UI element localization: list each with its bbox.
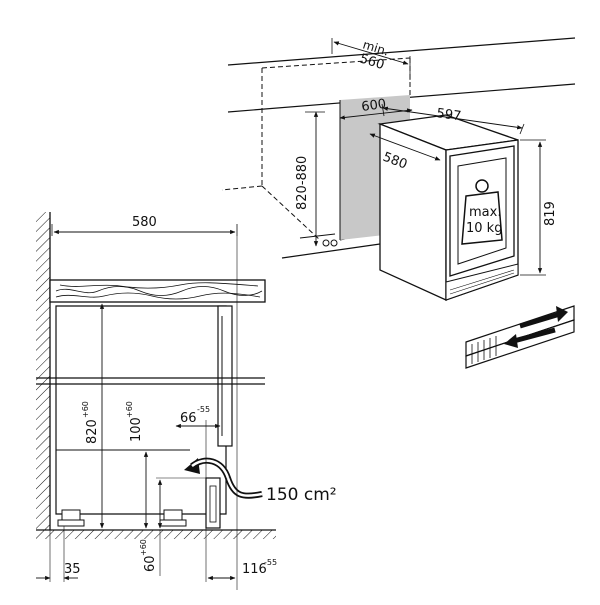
- appliance-width: 597: [435, 106, 462, 124]
- air-flow-arrow-icon: [504, 306, 568, 348]
- side-section: 150 cm² 580 820 +60 100 +60 66 -55 60 +6…: [36, 212, 337, 590]
- vent-offset-tol: -55: [197, 405, 210, 414]
- bottom-offset-tol: -55: [264, 558, 277, 567]
- plinth-height: 100: [129, 417, 144, 442]
- niche-width: 600: [360, 97, 387, 115]
- plinth-height-tol: +60: [125, 401, 134, 418]
- foot-height-tol: +60: [139, 539, 148, 556]
- weight-icon: [461, 179, 503, 245]
- vent-offset: 66: [180, 411, 197, 426]
- niche-height: 820-880: [295, 156, 310, 210]
- wall-gap: 35: [64, 562, 81, 577]
- appliance-height: 819: [543, 201, 558, 226]
- min-value: 560: [358, 51, 386, 73]
- side-niche-height: 820: [85, 419, 100, 444]
- foot-height: 60: [143, 555, 158, 572]
- bottom-offset: 116: [242, 562, 267, 577]
- max-load-line1: max.: [469, 205, 501, 220]
- side-depth: 580: [132, 215, 157, 230]
- side-niche-height-tol: +60: [81, 401, 90, 418]
- appliance-perspective: max. 10 kg 597 580 819: [369, 103, 558, 302]
- max-load-line2: 10 kg: [466, 221, 502, 236]
- vent-area: 150 cm²: [266, 485, 337, 505]
- ventilation-grille-detail: [465, 305, 575, 369]
- air-flow-curve-icon: [184, 457, 263, 499]
